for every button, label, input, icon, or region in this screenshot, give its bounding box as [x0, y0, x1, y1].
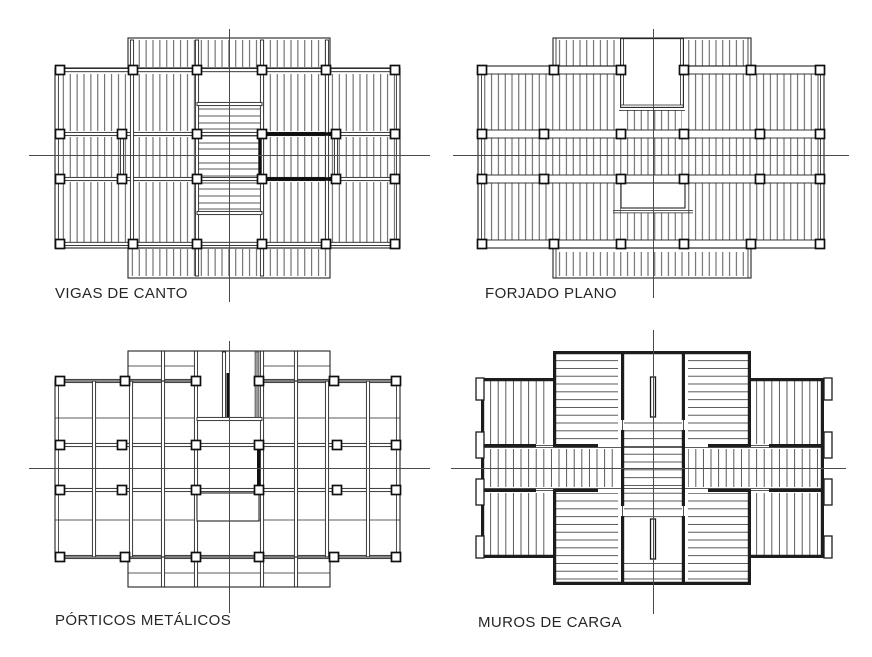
hatch-flat-slab — [482, 40, 822, 276]
floor-span-lines — [482, 420, 822, 516]
edge-beams-highlight — [258, 132, 336, 181]
panel-muros-de-carga: MUROS DE CARGA — [436, 328, 872, 656]
panel-porticos-metalicos: PÓRTICOS METÁLICOS — [0, 328, 436, 656]
forjado-plano-plan — [453, 29, 849, 298]
panel-vigas-de-canto: VIGAS DE CANTO — [0, 0, 436, 328]
panel-label-muros-de-carga: MUROS DE CARGA — [478, 614, 622, 631]
panel-label-forjado-plano: FORJADO PLANO — [485, 285, 617, 302]
load-bearing-walls — [481, 351, 824, 585]
axis-crosshair — [29, 341, 430, 613]
hatch-one-way-slab — [57, 40, 398, 276]
axis-crosshair — [453, 29, 849, 298]
panel-forjado-plano: FORJADO PLANO — [436, 0, 872, 328]
stair-void — [619, 38, 685, 111]
hatch-slab-spans — [484, 354, 822, 582]
panel-label-porticos-metalicos: PÓRTICOS METÁLICOS — [55, 612, 232, 629]
wall-pilasters — [475, 377, 833, 559]
muros-de-carga-plan — [451, 330, 846, 614]
panel-label-vigas-de-canto: VIGAS DE CANTO — [55, 285, 188, 302]
porticos-metalicos-plan — [29, 341, 430, 613]
beam-grid — [54, 39, 401, 277]
axis-crosshair — [29, 29, 430, 302]
axis-crosshair — [451, 330, 846, 614]
vigas-de-canto-plan — [29, 29, 430, 302]
